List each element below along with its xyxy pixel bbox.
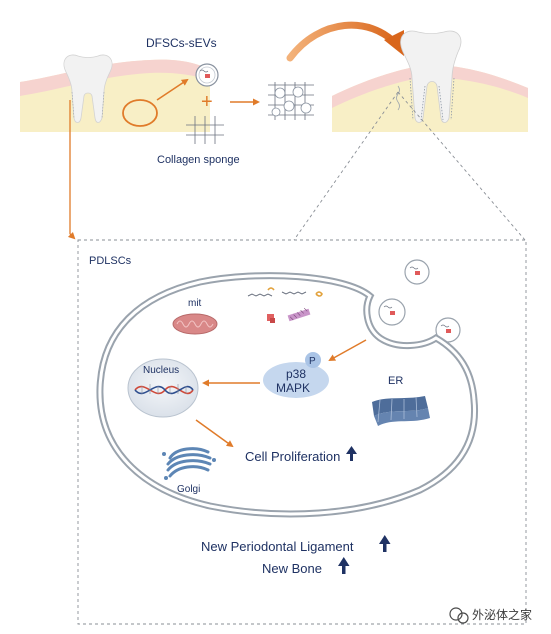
mapk-label: MAPK [276,381,310,395]
loaded-sponge-icon [268,82,314,120]
p38-mapk-protein [263,352,329,398]
zoom-guide-lines [293,91,526,241]
cell-proliferation-label: Cell Proliferation [245,449,340,464]
bone-defect-outline [122,99,158,127]
arrow-defect-to-sevs [156,78,189,101]
up-arrow-icon [379,535,391,552]
tooth-right [396,30,462,123]
up-arrow-icon [346,446,357,461]
gum-tissue-left [20,59,210,132]
dfscs-sevs-label: DFSCs-sEVs [146,36,217,50]
mit-label: mit [188,298,202,309]
phospho-label: P [309,356,316,367]
new-pdl-label: New Periodontal Ligament [201,539,354,554]
arrow-nucleus-to-proliferation [195,419,234,448]
sev-vesicle-icon [195,63,219,87]
plus-sign: + [201,91,213,113]
golgi-icon [162,447,216,480]
extracellular-sev-1 [404,259,430,285]
endocytosed-sev [378,298,406,326]
p38-label: p38 [286,367,306,381]
wechat-logo-icon [449,607,469,624]
collagen-sponge-label: Collagen sponge [157,154,240,166]
cargo-molecules [247,287,323,323]
up-arrow-icon [338,557,350,574]
pdlscs-label: PDLSCs [89,255,132,267]
er-label: ER [388,375,403,387]
watermark-text: 外泌体之家 [472,607,532,622]
curved-transplant-arrow [286,21,404,62]
nucleus-icon [127,358,199,418]
new-bone-label: New Bone [262,561,322,576]
mitochondrion-icon [172,313,218,335]
endoplasmic-reticulum-icon [372,396,430,426]
gum-tissue-right [332,65,528,132]
arrow-sev-to-p38 [328,339,367,361]
nucleus-label: Nucleus [143,365,179,376]
tooth-left [63,54,113,123]
collagen-sponge-icon [186,116,224,144]
arrow-tooth-to-pdlscs [67,100,76,240]
golgi-label: Golgi [177,484,200,495]
